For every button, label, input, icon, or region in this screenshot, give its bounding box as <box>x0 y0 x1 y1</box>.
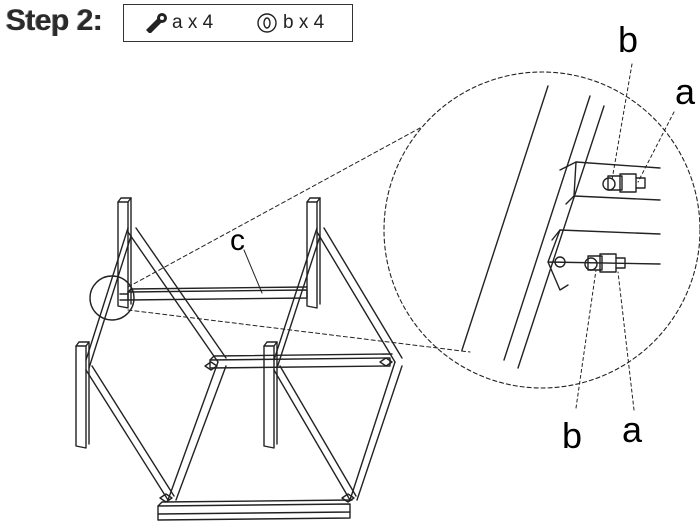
crossbar-c <box>127 289 308 301</box>
part-a-label: a x 4 <box>172 12 214 33</box>
step-title: Step 2: <box>6 4 103 37</box>
leader-a-top <box>637 111 675 183</box>
callout-c: c <box>230 224 245 257</box>
leader-b-top <box>611 63 633 181</box>
bolt-icon <box>146 13 167 33</box>
washer-icon <box>257 13 277 33</box>
detail-marker-circle <box>89 275 135 321</box>
callout-b-bottom: b <box>562 415 583 456</box>
detail-bolt-bottom <box>584 253 626 273</box>
callout-b-top: b <box>618 19 639 60</box>
detail-zoom-circle <box>383 71 700 389</box>
zoom-connector-lines <box>127 127 471 353</box>
callout-a-top: a <box>675 71 696 112</box>
leader-a-bottom <box>617 271 635 411</box>
detail-bolt-top <box>602 173 646 193</box>
part-b-label: b x 4 <box>283 12 325 33</box>
table-frame <box>75 197 403 521</box>
parts-list: a x 4 b x 4 <box>123 4 353 42</box>
callout-a-bottom: a <box>622 409 643 450</box>
leader-c <box>243 249 263 294</box>
leader-b-bottom <box>575 269 597 409</box>
detail-zoom-content <box>461 85 661 369</box>
